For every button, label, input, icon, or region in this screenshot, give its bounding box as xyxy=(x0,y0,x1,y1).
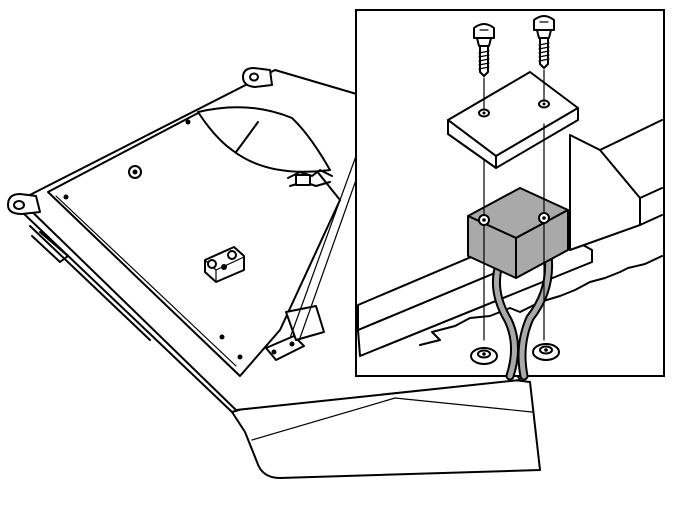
board-screw xyxy=(237,354,243,360)
nut xyxy=(532,343,560,361)
detail-inset xyxy=(355,9,665,381)
clamp-screw xyxy=(533,15,555,69)
board-screw xyxy=(185,119,191,125)
leader-line xyxy=(289,155,357,339)
nut xyxy=(470,347,498,365)
left-rail xyxy=(21,211,233,413)
board-screw xyxy=(63,194,69,200)
terminal-block xyxy=(467,187,569,279)
curved-flap xyxy=(197,106,331,173)
top-mounting-ear xyxy=(242,67,273,88)
cable-pair xyxy=(491,250,554,381)
leader-line xyxy=(299,179,357,339)
left-mounting-ear xyxy=(7,193,41,215)
board-terminal-block xyxy=(204,246,245,283)
board-screw xyxy=(219,334,225,340)
clamp-screw xyxy=(473,23,495,77)
connector xyxy=(295,174,311,186)
